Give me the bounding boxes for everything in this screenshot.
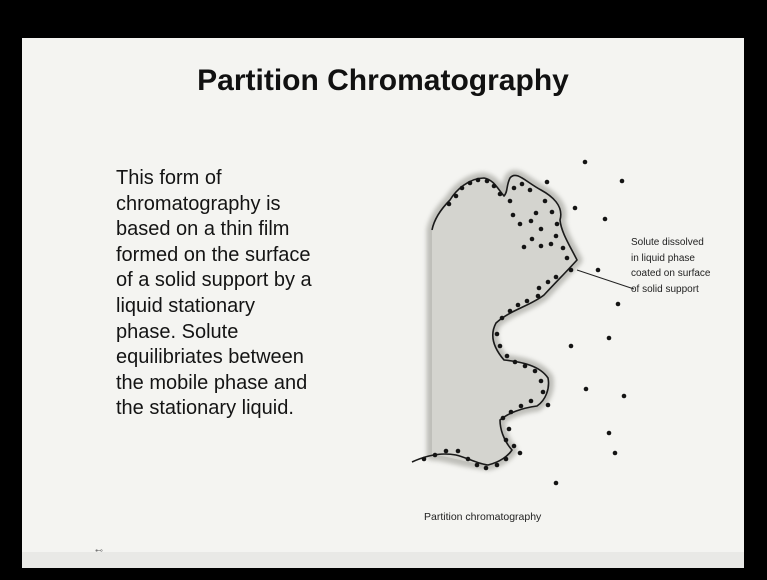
solute-dot [498, 344, 503, 349]
solute-dot [498, 192, 503, 197]
solute-dot [583, 160, 588, 165]
solute-dot [508, 199, 513, 204]
solute-dot [545, 180, 550, 185]
solute-dot [546, 280, 551, 285]
solute-dot [569, 344, 574, 349]
solute-dot [584, 387, 589, 392]
solute-dot [616, 302, 621, 307]
solute-dot [529, 399, 534, 404]
solute-dot [530, 237, 535, 242]
solute-dot [569, 268, 574, 273]
solute-dot [520, 182, 525, 187]
solute-dot [509, 410, 514, 415]
solute-dot [546, 403, 551, 408]
solute-dot [500, 316, 505, 321]
solute-dot [511, 213, 516, 218]
solute-dot [541, 390, 546, 395]
solute-dot [529, 219, 534, 224]
solute-dot [519, 404, 524, 409]
solute-dot [613, 451, 618, 456]
annotation-line: coated on surface [631, 266, 711, 282]
solute-dot [495, 332, 500, 337]
solute-dot [537, 286, 542, 291]
solute-dot [565, 256, 570, 261]
diagram-caption: Partition chromatography [424, 511, 541, 523]
solute-dot [573, 206, 578, 211]
solute-dot [476, 178, 481, 183]
annotation-label: Solute dissolved in liquid phase coated … [631, 235, 711, 297]
solute-dot [484, 466, 489, 471]
solute-dot [554, 481, 559, 486]
solute-dot [536, 294, 541, 299]
solute-dot [504, 438, 509, 443]
solute-dot [495, 463, 500, 468]
solute-dot [539, 227, 544, 232]
solute-dot [512, 444, 517, 449]
solute-dot [444, 449, 449, 454]
solute-dot [539, 379, 544, 384]
solute-dot [501, 416, 506, 421]
solute-dot [468, 181, 473, 186]
solute-dot [561, 246, 566, 251]
solute-dot [518, 451, 523, 456]
solute-dot [505, 354, 510, 359]
solute-dot [513, 360, 518, 365]
solute-dot [528, 188, 533, 193]
solute-dot [466, 457, 471, 462]
annotation-line: of solid support [631, 282, 711, 298]
slide: Partition Chromatography This form of ch… [22, 38, 744, 568]
solute-dot [454, 194, 459, 199]
solute-dot [533, 369, 538, 374]
corner-mark: ⊷ [95, 546, 103, 555]
annotation-line: in liquid phase [631, 251, 711, 267]
solute-dot [549, 242, 554, 247]
solute-dot [516, 303, 521, 308]
solute-dot [554, 275, 559, 280]
solute-dot [525, 299, 530, 304]
partition-diagram [22, 38, 744, 568]
solute-dot [554, 234, 559, 239]
solute-dot [543, 199, 548, 204]
solute-dot [539, 244, 544, 249]
annotation-leader-line [577, 270, 634, 289]
solute-dot [475, 463, 480, 468]
solute-dot [620, 179, 625, 184]
solute-dot [460, 186, 465, 191]
solute-dot [596, 268, 601, 273]
annotation-line: Solute dissolved [631, 235, 711, 251]
solute-dot [504, 457, 509, 462]
solute-dot [522, 245, 527, 250]
solute-dot [485, 179, 490, 184]
solute-dot [603, 217, 608, 222]
solute-dot [433, 453, 438, 458]
solute-dot [622, 394, 627, 399]
solute-dot [512, 186, 517, 191]
solute-dot [518, 222, 523, 227]
solute-dot [456, 449, 461, 454]
solute-dot [607, 336, 612, 341]
solute-dot [555, 222, 560, 227]
solute-dot [422, 457, 427, 462]
solute-dot [523, 364, 528, 369]
solute-dot [492, 184, 497, 189]
solute-dot [508, 309, 513, 314]
solute-dot [550, 210, 555, 215]
solute-dot [507, 427, 512, 432]
solute-dot [447, 202, 452, 207]
solute-dot [534, 211, 539, 216]
solute-dot [607, 431, 612, 436]
